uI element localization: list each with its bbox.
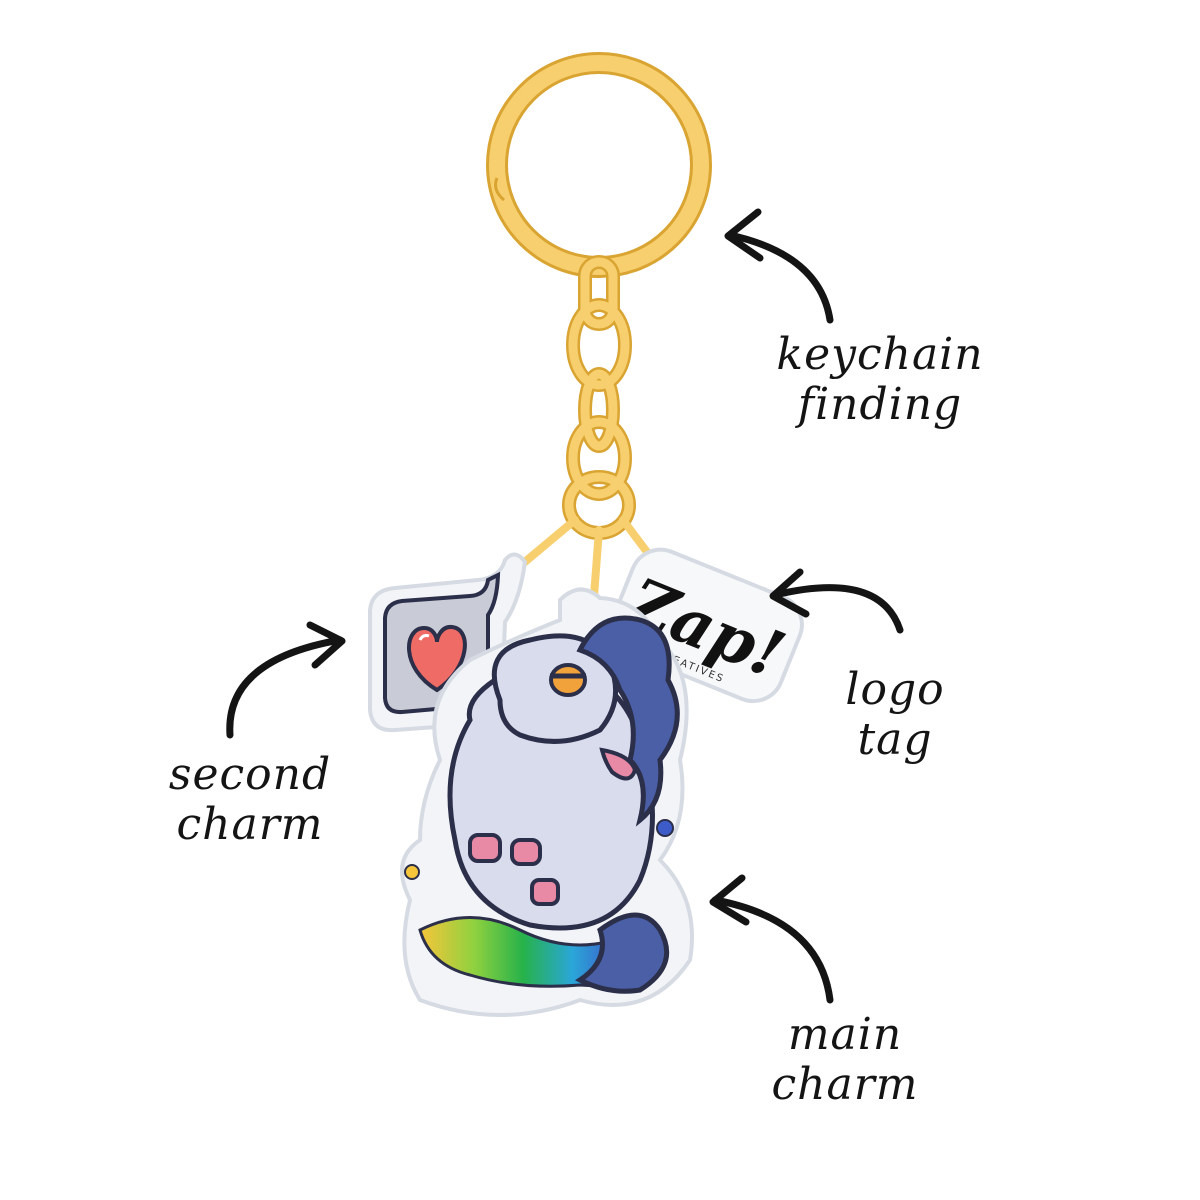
arrow-logo-tag bbox=[769, 568, 904, 634]
label-logo-tag: logo tag bbox=[815, 665, 975, 765]
label-second-line2: charm bbox=[176, 799, 324, 850]
arrows bbox=[226, 208, 904, 1004]
label-second-charm: second charm bbox=[150, 750, 350, 850]
chain-link-icon bbox=[516, 255, 654, 600]
key-ring-icon bbox=[486, 52, 712, 278]
arrow-keychain-finding bbox=[724, 208, 834, 324]
label-main-charm: main charm bbox=[745, 1010, 945, 1110]
label-logo-line1: logo bbox=[845, 664, 945, 715]
label-logo-line2: tag bbox=[857, 714, 933, 765]
arrow-main-charm bbox=[709, 874, 834, 1004]
label-second-line1: second bbox=[168, 749, 332, 800]
label-keychain-finding: keychain finding bbox=[760, 330, 1000, 430]
label-main-line2: charm bbox=[771, 1059, 919, 1110]
label-keychain-line2: finding bbox=[797, 379, 963, 430]
arrow-second-charm bbox=[226, 621, 346, 739]
heart-icon bbox=[407, 624, 467, 693]
label-keychain-line1: keychain bbox=[776, 329, 984, 380]
label-main-line1: main bbox=[787, 1009, 903, 1060]
unicorn-charm-icon bbox=[400, 587, 694, 1017]
